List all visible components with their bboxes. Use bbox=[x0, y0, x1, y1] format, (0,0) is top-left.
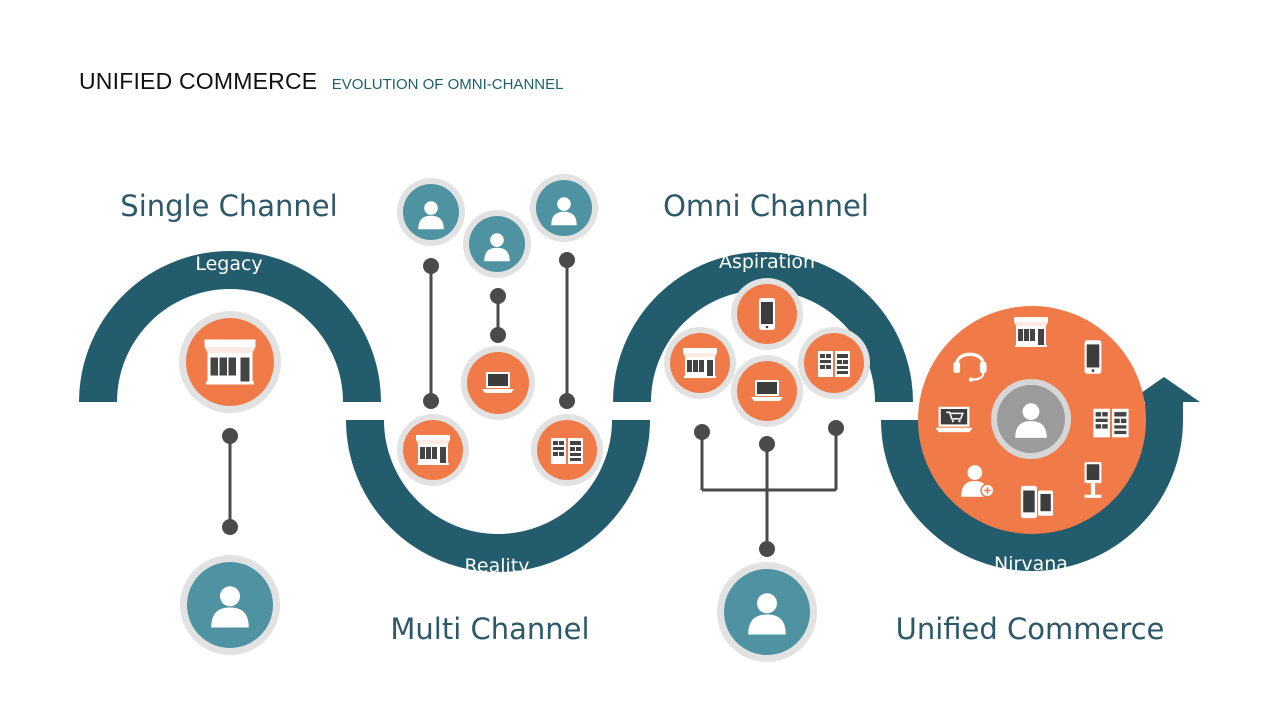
multi-channel-customer-2 bbox=[463, 210, 531, 278]
multi-channel-customer-3 bbox=[530, 174, 598, 242]
multi-channel-catalog-node bbox=[531, 414, 603, 486]
store-icon bbox=[683, 348, 717, 378]
omni-channel-store-node bbox=[664, 327, 736, 399]
slide-header: UNIFIED COMMERCE EVOLUTION OF OMNI-CHANN… bbox=[79, 68, 563, 95]
single-channel-store-node bbox=[179, 311, 281, 413]
stage-title-unified-commerce: Unified Commerce bbox=[896, 612, 1165, 646]
omni-channel-customer-node bbox=[717, 562, 817, 662]
store-icon bbox=[1014, 317, 1048, 347]
wave-arc-reality bbox=[346, 419, 650, 572]
omni-channel-catalog-node bbox=[798, 327, 870, 399]
multi-channel-laptop-node bbox=[461, 346, 535, 420]
laptop-icon bbox=[482, 372, 514, 393]
arrow-head bbox=[1128, 377, 1200, 402]
stage-title-single-channel: Single Channel bbox=[120, 189, 337, 223]
arc-label-reality: Reality bbox=[465, 555, 530, 577]
shopping-cart-laptop-icon bbox=[934, 405, 974, 434]
connectors bbox=[222, 252, 844, 557]
phone-tablet-icon bbox=[1020, 485, 1054, 519]
omni-channel-phone-node bbox=[731, 278, 803, 350]
slide-title: UNIFIED COMMERCE bbox=[79, 68, 318, 94]
store-icon bbox=[204, 339, 256, 385]
stage-title-multi-channel: Multi Channel bbox=[390, 612, 589, 646]
store-icon bbox=[416, 435, 450, 465]
multi-channel-store-node bbox=[397, 414, 469, 486]
arc-label-aspiration: Aspiration bbox=[719, 251, 815, 273]
wave-arc-nirvana bbox=[881, 400, 1183, 571]
single-channel-customer-node bbox=[180, 555, 280, 655]
phone-icon bbox=[1084, 340, 1102, 374]
wave-arc-aspiration bbox=[613, 252, 913, 403]
unified-commerce-hub bbox=[918, 306, 1146, 534]
arc-label-legacy: Legacy bbox=[195, 253, 262, 275]
omni-channel-laptop-node bbox=[731, 355, 803, 427]
wave-arc-legacy bbox=[79, 251, 381, 403]
phone-icon bbox=[759, 298, 775, 330]
multi-channel-customer-1 bbox=[397, 178, 465, 246]
stage-title-omni-channel: Omni Channel bbox=[663, 189, 869, 223]
laptop-icon bbox=[751, 380, 783, 401]
wave-path bbox=[79, 251, 1183, 572]
slide-subtitle: EVOLUTION OF OMNI-CHANNEL bbox=[331, 76, 564, 93]
arc-label-nirvana: Nirvana bbox=[994, 553, 1068, 575]
